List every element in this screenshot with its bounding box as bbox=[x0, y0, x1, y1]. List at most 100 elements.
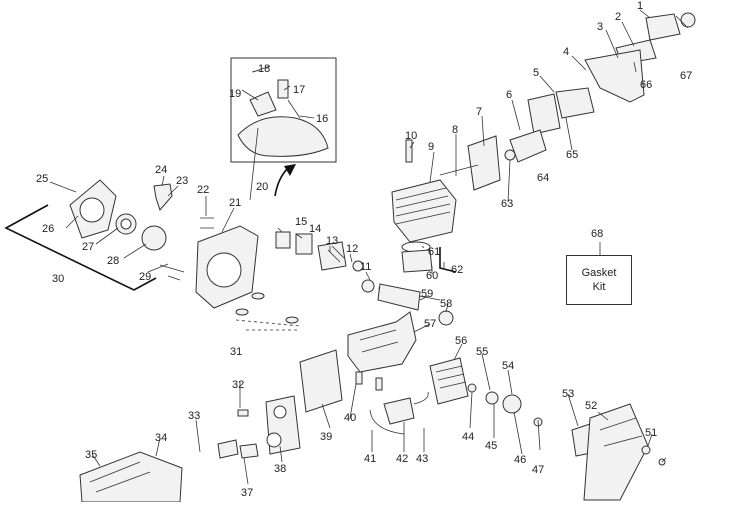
callout-17: 17 bbox=[293, 84, 305, 96]
bushing bbox=[275, 231, 291, 249]
crankcase bbox=[347, 311, 417, 373]
callout-44: 44 bbox=[462, 431, 474, 443]
callout-10: 10 bbox=[405, 130, 417, 142]
flywheel-group bbox=[355, 357, 543, 435]
callout-24: 24 bbox=[155, 164, 167, 176]
filter-housing bbox=[584, 49, 645, 103]
callout-41: 41 bbox=[364, 453, 376, 465]
callout-46: 46 bbox=[514, 454, 526, 466]
callout-61: 61 bbox=[428, 246, 440, 258]
callout-labels: 1 2 3 4 5 6 7 8 9 10 11 12 13 14 15 16 1… bbox=[36, 0, 692, 499]
callout-45: 45 bbox=[485, 440, 497, 452]
clutch-group bbox=[275, 231, 364, 272]
clutch-assembly bbox=[502, 394, 522, 414]
callout-59: 59 bbox=[421, 288, 433, 300]
clutch-shoe bbox=[317, 241, 347, 271]
bracket-30 bbox=[4, 204, 157, 291]
intake-adapter bbox=[509, 129, 547, 163]
callout-4: 4 bbox=[563, 46, 569, 58]
callout-14: 14 bbox=[309, 223, 321, 235]
callout-53: 53 bbox=[562, 388, 574, 400]
callout-26: 26 bbox=[42, 223, 54, 235]
cover-knob bbox=[680, 12, 696, 28]
callout-55: 55 bbox=[476, 346, 488, 358]
callout-2: 2 bbox=[615, 11, 621, 23]
callout-25: 25 bbox=[36, 173, 48, 185]
callout-35: 35 bbox=[85, 449, 97, 461]
ignition-module bbox=[383, 397, 415, 425]
callout-22: 22 bbox=[197, 184, 209, 196]
callout-18: 18 bbox=[258, 63, 270, 75]
carburetor bbox=[555, 87, 595, 119]
callout-8: 8 bbox=[452, 124, 458, 136]
gasket-kit-line-1: Gasket bbox=[581, 267, 617, 279]
clutch-drum bbox=[295, 233, 313, 255]
clutch-hub bbox=[485, 391, 499, 405]
gear-housing-group bbox=[571, 403, 666, 501]
callout-58: 58 bbox=[440, 298, 452, 310]
callout-43: 43 bbox=[416, 453, 428, 465]
recoil-starter-group bbox=[4, 179, 214, 291]
callout-31: 31 bbox=[230, 346, 242, 358]
crankcase-group bbox=[195, 225, 417, 373]
callout-5: 5 bbox=[533, 67, 539, 79]
callout-51: 51 bbox=[645, 427, 657, 439]
inset-handle-part bbox=[237, 116, 329, 157]
callout-7: 7 bbox=[476, 106, 482, 118]
gasket-plate bbox=[527, 93, 561, 135]
muffler-bolt bbox=[439, 164, 479, 176]
inset-detail bbox=[230, 57, 337, 197]
spark-plug bbox=[405, 139, 413, 163]
muffler-gasket bbox=[467, 135, 501, 191]
callout-3: 3 bbox=[597, 21, 603, 33]
leader-lines bbox=[49, 9, 689, 485]
seal bbox=[361, 279, 375, 293]
callout-68: 68 bbox=[591, 228, 603, 240]
gasket-kit-box: Gasket Kit bbox=[566, 255, 632, 305]
callout-54: 54 bbox=[502, 360, 514, 372]
plate bbox=[217, 439, 239, 459]
callout-40: 40 bbox=[344, 412, 356, 424]
callout-33: 33 bbox=[188, 410, 200, 422]
callout-47: 47 bbox=[532, 464, 544, 476]
callout-13: 13 bbox=[326, 235, 338, 247]
callout-23: 23 bbox=[176, 175, 188, 187]
callout-57: 57 bbox=[424, 318, 436, 330]
callout-52: 52 bbox=[585, 400, 597, 412]
cylinder bbox=[391, 179, 457, 243]
engine-cover bbox=[79, 451, 183, 503]
callout-42: 42 bbox=[396, 453, 408, 465]
callout-21: 21 bbox=[229, 197, 241, 209]
bearing bbox=[438, 310, 454, 326]
bracket-62 bbox=[439, 247, 457, 273]
callout-1: 1 bbox=[637, 0, 643, 12]
callout-9: 9 bbox=[428, 141, 434, 153]
gear-housing bbox=[583, 403, 649, 501]
callout-65: 65 bbox=[566, 149, 578, 161]
callout-6: 6 bbox=[506, 89, 512, 101]
callout-66: 66 bbox=[640, 79, 652, 91]
callout-29: 29 bbox=[139, 271, 151, 283]
callout-12: 12 bbox=[346, 243, 358, 255]
callout-64: 64 bbox=[537, 172, 549, 184]
callout-28: 28 bbox=[107, 255, 119, 267]
gasket-kit-line-2: Kit bbox=[592, 281, 606, 293]
inset-throttle-part bbox=[249, 91, 277, 117]
callout-62: 62 bbox=[451, 264, 463, 276]
callout-34: 34 bbox=[155, 432, 167, 444]
callout-20: 20 bbox=[256, 181, 268, 193]
inset-spring-part bbox=[277, 79, 289, 99]
heat-shield bbox=[299, 349, 343, 413]
callout-67: 67 bbox=[680, 70, 692, 82]
callout-63: 63 bbox=[501, 198, 513, 210]
callout-30: 30 bbox=[52, 273, 64, 285]
callout-16: 16 bbox=[316, 113, 328, 125]
air-filter-group bbox=[439, 12, 696, 191]
callout-32: 32 bbox=[232, 379, 244, 391]
callout-27: 27 bbox=[82, 241, 94, 253]
fuel-tank-group bbox=[79, 349, 343, 503]
callout-19: 19 bbox=[229, 88, 241, 100]
inset-pointer-arrow bbox=[274, 167, 289, 197]
